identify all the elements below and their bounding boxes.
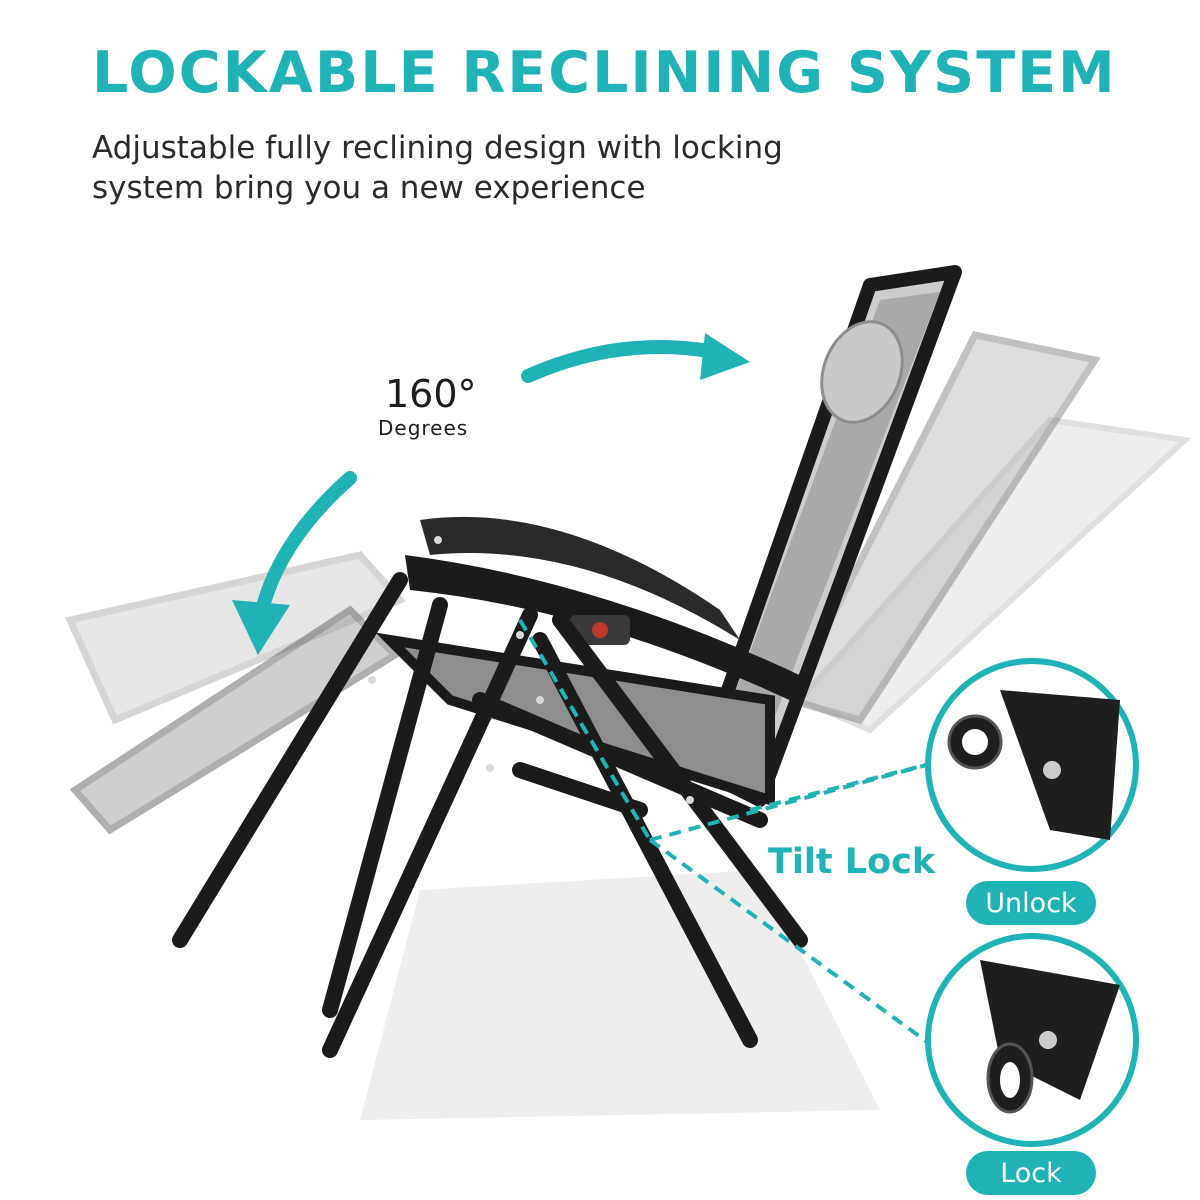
lock-detail-circle xyxy=(925,933,1139,1147)
lock-badge: Lock xyxy=(966,1151,1096,1195)
page-title: LOCKABLE RECLINING SYSTEM xyxy=(92,40,1117,106)
tilt-lock-label: Tilt Lock xyxy=(768,842,936,882)
headrest-pillow xyxy=(820,320,904,424)
arrow-counterclockwise-icon xyxy=(255,471,357,617)
ghost-backrest-far xyxy=(794,416,1192,734)
armrest-back xyxy=(420,516,740,640)
floor-shadow xyxy=(360,870,880,1120)
chair-frame xyxy=(172,572,808,1058)
unlock-detail-circle xyxy=(925,658,1139,872)
ghost-footrest-lower xyxy=(69,605,401,835)
arrow-clockwise-icon xyxy=(521,340,722,383)
ghost-backrest-mid xyxy=(784,331,1101,725)
unlock-badge: Unlock xyxy=(966,881,1096,925)
angle-unit: Degrees xyxy=(378,416,469,440)
page-subtitle: Adjustable fully reclining design with l… xyxy=(92,130,783,206)
frame-rivets xyxy=(368,536,694,804)
callout-lines xyxy=(518,618,947,1057)
ghost-footrest-upper xyxy=(65,551,406,725)
angle-value: 160° xyxy=(385,372,477,416)
